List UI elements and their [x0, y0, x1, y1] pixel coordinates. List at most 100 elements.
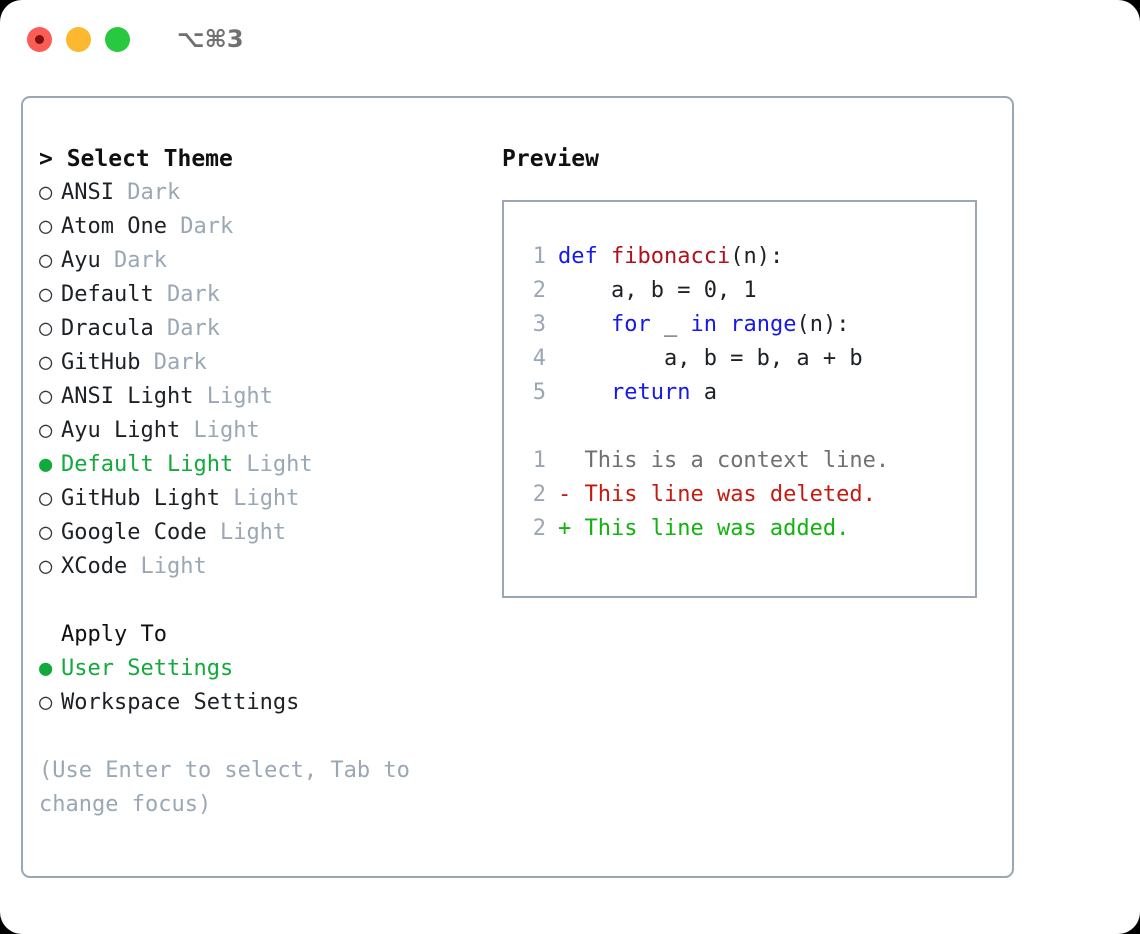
diff-line: 2+ This line was added.: [516, 512, 969, 546]
theme-list-item[interactable]: ○Ayu Dark: [39, 244, 479, 278]
apply-to-option[interactable]: ● User Settings: [39, 652, 479, 686]
theme-list-item[interactable]: ○ Google Code Light: [39, 516, 479, 550]
code-line-text: a, b = 0, 1: [558, 274, 757, 308]
code-token: (n):: [730, 244, 784, 269]
code-token: fibonacci: [610, 244, 731, 269]
theme-name: XCode: [61, 554, 128, 579]
theme-list-item[interactable]: ○GitHub Dark: [39, 346, 479, 380]
code-token: return: [610, 380, 691, 405]
theme-list-item[interactable]: ○ANSI Light Light: [39, 380, 479, 414]
theme-name: GitHub: [61, 350, 141, 375]
select-theme-prompt: > Select Theme: [39, 146, 233, 172]
code-diff-spacer: [516, 410, 969, 444]
title-bar: ⌥⌘3: [0, 0, 1140, 78]
window-title: ⌥⌘3: [177, 25, 244, 53]
radio-unselected-icon[interactable]: ○: [39, 554, 53, 579]
theme-list-item[interactable]: ○ ANSI Dark: [39, 176, 479, 210]
radio-selected-icon[interactable]: ●: [39, 452, 53, 477]
code-token: [717, 312, 730, 337]
code-token: range: [730, 312, 797, 337]
radio-unselected-icon[interactable]: ○: [39, 282, 53, 307]
radio-unselected-icon[interactable]: ○: [39, 384, 53, 409]
code-line-text: for _ in range(n):: [558, 308, 849, 342]
code-token: a, b = b, a + b: [558, 346, 863, 371]
line-number: 1: [532, 244, 546, 269]
diff-marker: -: [558, 482, 572, 507]
apply-to-option[interactable]: ○ Workspace Settings: [39, 686, 479, 720]
theme-variant-label: Dark: [153, 282, 220, 307]
theme-list-item[interactable]: ○ XCode Light: [39, 550, 479, 584]
apply-to-label: User Settings: [61, 656, 234, 681]
diff-line-text: This is a context line.: [571, 448, 890, 473]
theme-name: Google Code: [61, 520, 207, 545]
diff-marker: [558, 444, 571, 478]
code-token: a, b = 0, 1: [558, 278, 757, 303]
radio-unselected-icon[interactable]: ○: [39, 520, 53, 545]
theme-name: Atom One: [61, 214, 167, 239]
apply-to-title: Apply To: [61, 622, 167, 647]
theme-list-item[interactable]: ○Dracula Dark: [39, 312, 479, 346]
close-window-button[interactable]: [27, 26, 52, 52]
radio-unselected-icon[interactable]: ○: [39, 486, 53, 511]
code-token: def: [558, 244, 611, 269]
code-token: in: [690, 312, 717, 337]
code-token: _: [650, 312, 691, 337]
code-line: 1 def fibonacci(n):: [516, 240, 969, 274]
radio-unselected-icon[interactable]: ○: [39, 248, 53, 273]
theme-list-item[interactable]: ○ GitHub Light Light: [39, 482, 479, 516]
code-token: a: [690, 380, 717, 405]
theme-list-item[interactable]: ●Default Light Light: [39, 448, 479, 482]
diff-line: 2- This line was deleted.: [516, 478, 969, 512]
line-number: 5: [532, 380, 546, 405]
code-line-text: a, b = b, a + b: [558, 342, 863, 376]
code-line: 5 return a: [516, 376, 969, 410]
theme-list[interactable]: ○ANSI Dark○Atom One Dark○Ayu Dark○Defaul…: [39, 176, 479, 584]
theme-variant-label: Light: [127, 554, 207, 579]
theme-name: GitHub Light: [61, 486, 220, 511]
line-number: 4: [532, 346, 546, 371]
diff-line: 1 This is a context line.: [516, 444, 969, 478]
theme-selection-column: > Select Theme ○ANSI Dark○Atom One Dark○…: [39, 142, 479, 822]
diff-marker: +: [558, 516, 572, 541]
maximize-window-button[interactable]: [105, 26, 130, 52]
theme-name: Dracula: [61, 316, 154, 341]
radio-unselected-icon[interactable]: ○: [39, 350, 53, 375]
code-line: 3 for _ in range(n):: [516, 308, 969, 342]
list-spacer: [39, 584, 479, 618]
radio-unselected-icon[interactable]: ○: [39, 418, 53, 443]
theme-name: Default: [61, 282, 154, 307]
theme-variant-label: Dark: [166, 214, 234, 239]
radio-selected-icon[interactable]: ●: [39, 656, 53, 681]
code-token: for: [610, 312, 651, 337]
theme-variant-label: Dark: [113, 180, 181, 205]
theme-variant-label: Light: [193, 384, 273, 409]
theme-variant-label: Dark: [100, 248, 167, 273]
line-number: 2: [532, 278, 546, 303]
theme-list-item[interactable]: ○ Atom One Dark: [39, 210, 479, 244]
apply-to-label: Workspace Settings: [61, 690, 300, 715]
window-controls: [27, 26, 130, 52]
radio-unselected-icon[interactable]: ○: [39, 316, 53, 341]
code-line: 4 a, b = b, a + b: [516, 342, 969, 376]
line-number: 1: [532, 448, 546, 473]
apply-to-list[interactable]: ● User Settings ○ Workspace Settings: [39, 652, 479, 720]
code-line: 2 a, b = 0, 1: [516, 274, 969, 308]
theme-list-item[interactable]: ○Ayu Light Light: [39, 414, 479, 448]
theme-variant-label: Light: [233, 452, 313, 477]
theme-variant-label: Light: [206, 520, 287, 545]
diff-line-text: This line was deleted.: [571, 482, 876, 507]
theme-name: ANSI: [61, 180, 114, 205]
keyboard-hint-text: (Use Enter to select, Tab to change focu…: [39, 758, 424, 817]
radio-unselected-icon[interactable]: ○: [39, 690, 53, 715]
theme-variant-label: Light: [219, 486, 300, 511]
minimize-window-button[interactable]: [66, 26, 91, 52]
diff-sample: 1 This is a context line.2- This line wa…: [516, 444, 969, 546]
diff-line-text: This line was added.: [571, 516, 850, 541]
theme-list-item[interactable]: ○ Default Dark: [39, 278, 479, 312]
radio-unselected-icon[interactable]: ○: [39, 214, 53, 239]
code-token: [558, 312, 611, 337]
radio-unselected-icon[interactable]: ○: [39, 180, 53, 205]
